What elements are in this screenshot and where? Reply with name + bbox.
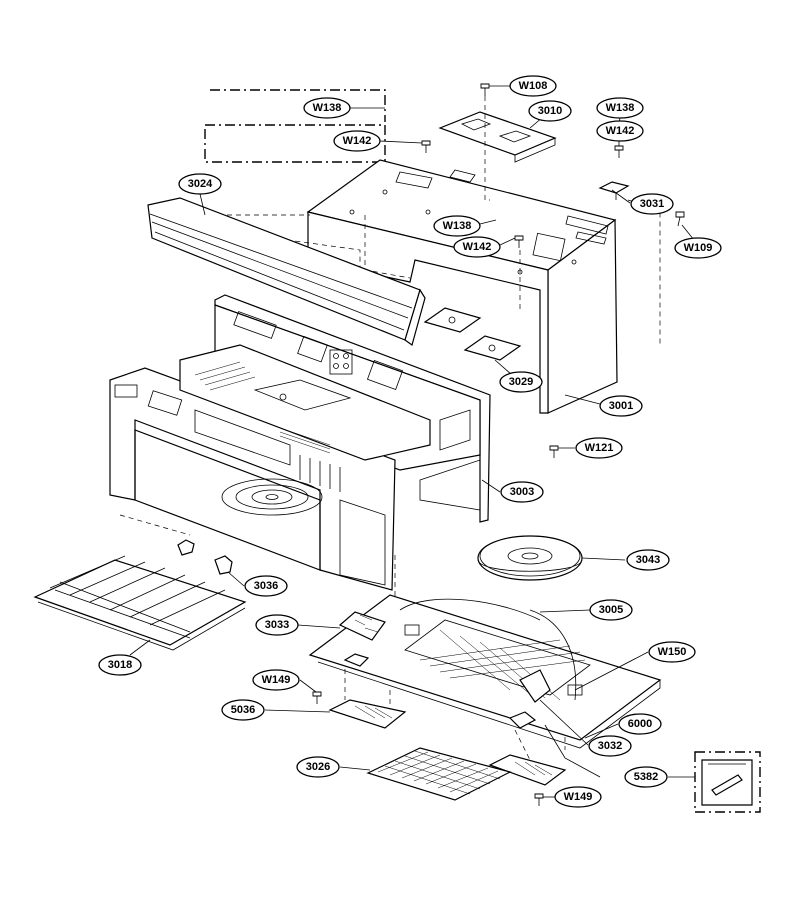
grease-filter-3026 [366, 747, 512, 801]
label-3032-text: 3032 [598, 740, 622, 752]
label-5036: 5036 [221, 699, 265, 721]
mount-bracket-3029 [423, 307, 522, 361]
label-3003-text: 3003 [510, 486, 534, 498]
outer-cabinet-3001 [306, 159, 618, 414]
label-w138-top-text: W138 [313, 102, 342, 114]
label-w150: W150 [648, 641, 696, 663]
label-3010-text: 3010 [538, 105, 562, 117]
label-w138-mid: W138 [433, 215, 481, 237]
label-3029: 3029 [499, 371, 543, 393]
label-w109: W109 [674, 237, 722, 259]
label-3024: 3024 [178, 173, 222, 195]
label-5382-text: 5382 [634, 771, 658, 783]
label-w121-text: W121 [585, 442, 614, 454]
label-w142-top: W142 [333, 130, 381, 152]
label-w121: W121 [575, 437, 623, 459]
leader-lines [129, 85, 699, 798]
screw-w109 [675, 211, 685, 227]
label-3031: 3031 [630, 193, 674, 215]
kit-5382-box [694, 751, 761, 813]
label-3031-text: 3031 [640, 198, 664, 210]
label-w142-right-text: W142 [606, 125, 635, 137]
label-w109-text: W109 [684, 242, 713, 254]
base-plate-6000 [308, 594, 662, 749]
filter-holder-5036 [328, 699, 567, 786]
label-3010: 3010 [528, 100, 572, 122]
label-w149-bottom-text: W149 [564, 791, 593, 803]
label-6000: 6000 [618, 713, 662, 735]
label-w150-text: W150 [658, 646, 687, 658]
label-w108-text: W108 [519, 80, 548, 92]
glass-tray-3043 [477, 535, 583, 581]
label-3003: 3003 [500, 481, 544, 503]
label-5036-text: 5036 [231, 704, 255, 716]
label-w108: W108 [509, 75, 557, 97]
label-3005-text: 3005 [599, 604, 623, 616]
label-3032: 3032 [588, 735, 632, 757]
vent-grille-3024 [147, 197, 426, 346]
label-3036: 3036 [244, 575, 288, 597]
screw-w142-right [614, 145, 624, 158]
label-w142-right: W142 [596, 120, 644, 142]
bracket-3031 [598, 181, 630, 200]
screw-w142-top [421, 140, 431, 153]
label-3005: 3005 [589, 599, 633, 621]
vent-cover-plate-3010 [438, 111, 557, 163]
label-3026-text: 3026 [306, 761, 330, 773]
label-w149-left-text: W149 [262, 674, 291, 686]
label-w138-right-text: W138 [606, 102, 635, 114]
door-stops-3036 [177, 539, 233, 575]
control-duct [179, 344, 431, 461]
label-3043-text: 3043 [636, 554, 660, 566]
lamp-3032 [508, 669, 551, 729]
screw-w121 [549, 445, 559, 458]
cavity-turntable-floor [221, 478, 323, 516]
w138-group-box [210, 89, 386, 122]
label-w142-mid-text: W142 [463, 241, 492, 253]
label-w149-left: W149 [252, 669, 300, 691]
label-3026: 3026 [296, 756, 340, 778]
w142-group-box [204, 124, 386, 163]
screw-w149-bottom [534, 793, 544, 806]
label-5382: 5382 [624, 766, 668, 788]
label-3018-text: 3018 [108, 659, 132, 671]
label-6000-text: 6000 [628, 718, 652, 730]
label-w138-right: W138 [596, 97, 644, 119]
label-w142-top-text: W142 [343, 135, 372, 147]
screw-w149-left [312, 691, 322, 704]
label-w149-bottom: W149 [554, 786, 602, 808]
label-3018: 3018 [98, 654, 142, 676]
label-w142-mid: W142 [453, 236, 501, 258]
label-3033: 3033 [255, 614, 299, 636]
label-3033-text: 3033 [265, 619, 289, 631]
label-3043: 3043 [626, 549, 670, 571]
label-w138-top: W138 [303, 97, 351, 119]
component-3033 [338, 611, 386, 667]
label-3024-text: 3024 [188, 178, 213, 190]
label-3001-text: 3001 [609, 400, 633, 412]
label-3029-text: 3029 [509, 376, 533, 388]
wire-rack-3018 [33, 555, 247, 651]
label-3036-text: 3036 [254, 580, 278, 592]
screw-w108 [480, 83, 490, 96]
screw-w142-mid [514, 235, 524, 248]
label-w138-mid-text: W138 [443, 220, 472, 232]
label-3001: 3001 [599, 395, 643, 417]
